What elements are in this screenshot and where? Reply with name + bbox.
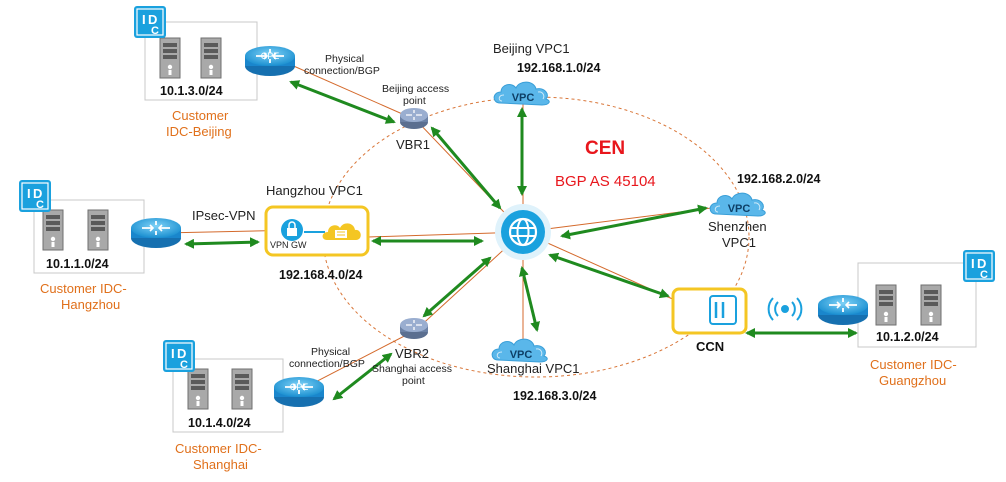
customer-hangzhou-line1: Customer IDC-	[40, 281, 127, 296]
wireless-icon	[767, 297, 803, 321]
vbr2-router-icon[interactable]	[399, 317, 429, 340]
cen-globe-icon[interactable]	[495, 204, 551, 260]
vpc-shenzhen-cidr: 192.168.2.0/24	[737, 172, 821, 186]
hangzhou-vpc-box[interactable]	[264, 205, 370, 257]
idc-badge-bg	[134, 6, 166, 38]
idc-badge-frame	[136, 8, 164, 36]
vbr1-access-line2: point	[403, 95, 426, 107]
vbr2-access-line2: point	[402, 375, 425, 387]
router-hangzhou-icon[interactable]	[130, 217, 182, 249]
idc-badge-letter-c: C	[180, 359, 188, 371]
idc-badge-letter-d: D	[977, 256, 986, 271]
idc-badge-letter-i: I	[971, 256, 975, 271]
cpe-shanghai-label: CPE	[290, 382, 309, 392]
customer-idc-guangzhou[interactable]	[817, 262, 977, 348]
hangzhou-cloud-icon	[322, 223, 361, 240]
idc-badge-frame	[21, 182, 49, 210]
cen-bgp-label: BGP AS 45104	[555, 173, 656, 190]
physical-sh-line1: Physical	[311, 346, 351, 358]
ccn-box[interactable]	[671, 287, 748, 335]
vpc-shanghai-cidr: 192.168.3.0/24	[513, 389, 597, 403]
idc-badge-letter-c: C	[980, 269, 988, 281]
physical-sh-line2: connection/BGP	[289, 358, 365, 370]
idc-badge-letter-i: I	[27, 186, 31, 201]
customer-hangzhou-cidr: 10.1.1.0/24	[46, 257, 109, 271]
vpc-beijing-badge: VPC	[512, 92, 535, 104]
vbr1-label: VBR1	[396, 137, 430, 152]
customer-guangzhou-cidr: 10.1.2.0/24	[876, 330, 939, 344]
vpc-shenzhen-badge: VPC	[728, 203, 751, 215]
vpn-gw-label: VPN GW	[270, 240, 307, 250]
customer-guangzhou-line1: Customer IDC-	[870, 357, 957, 372]
customer-beijing-line1: Customer	[172, 108, 229, 123]
customer-beijing-line2: IDC-Beijing	[166, 124, 232, 139]
customer-beijing-cidr: 10.1.3.0/24	[160, 84, 223, 98]
vpc-shenzhen-title-1: Shenzhen	[708, 219, 767, 234]
vbr2-label: VBR2	[395, 346, 429, 361]
ipsec-vpn-label: IPsec-VPN	[192, 208, 256, 223]
vbr1-router-icon[interactable]	[399, 107, 429, 130]
customer-shanghai-line1: Customer IDC-	[175, 441, 262, 456]
customer-shanghai-line2: Shanghai	[193, 457, 248, 472]
idc-badge-letter-d: D	[148, 12, 157, 27]
vpc-hangzhou-title: Hangzhou VPC1	[266, 183, 363, 198]
vbr2-access-line1: Shanghai access	[372, 363, 452, 375]
idc-badge-frame	[165, 342, 193, 370]
vpc-beijing-cidr: 192.168.1.0/24	[517, 61, 601, 75]
idc-badge-letter-i: I	[142, 12, 146, 27]
idc-badge-letter-d: D	[33, 186, 42, 201]
green-arrows	[184, 80, 858, 401]
customer-guangzhou-line2: Guangzhou	[879, 373, 947, 388]
idc-badge-frame	[965, 252, 993, 280]
customer-shanghai-cidr: 10.1.4.0/24	[188, 416, 251, 430]
physical-bj-line2: connection/BGP	[304, 65, 380, 77]
idc-badge-bg	[19, 180, 51, 212]
vpc-beijing-title: Beijing VPC1	[493, 41, 570, 56]
customer-idc-hangzhou[interactable]	[33, 199, 182, 274]
cpe-beijing-label: CPE	[261, 51, 280, 61]
customer-hangzhou-line2: Hangzhou	[61, 297, 121, 312]
physical-bj-line1: Physical	[325, 53, 365, 65]
cen-title: CEN	[585, 138, 626, 159]
idc-badge-letter-d: D	[177, 346, 186, 361]
idc-badge-letter-c: C	[151, 25, 159, 37]
idc-badge-bg	[963, 250, 995, 282]
idc-badge-letter-i: I	[171, 346, 175, 361]
vpc-shenzhen-title-2: VPC1	[722, 235, 756, 250]
router-guangzhou-icon[interactable]	[817, 294, 869, 326]
vbr1-access-line1: Beijing access	[382, 83, 450, 95]
vpc-shanghai-title: Shanghai VPC1	[487, 361, 580, 376]
ccn-label: CCN	[696, 339, 725, 354]
idc-badge-bg	[163, 340, 195, 372]
vpc-shanghai-badge: VPC	[510, 349, 533, 361]
vpc-hangzhou-cidr: 192.168.4.0/24	[279, 268, 363, 282]
idc-badge-letter-c: C	[36, 199, 44, 211]
